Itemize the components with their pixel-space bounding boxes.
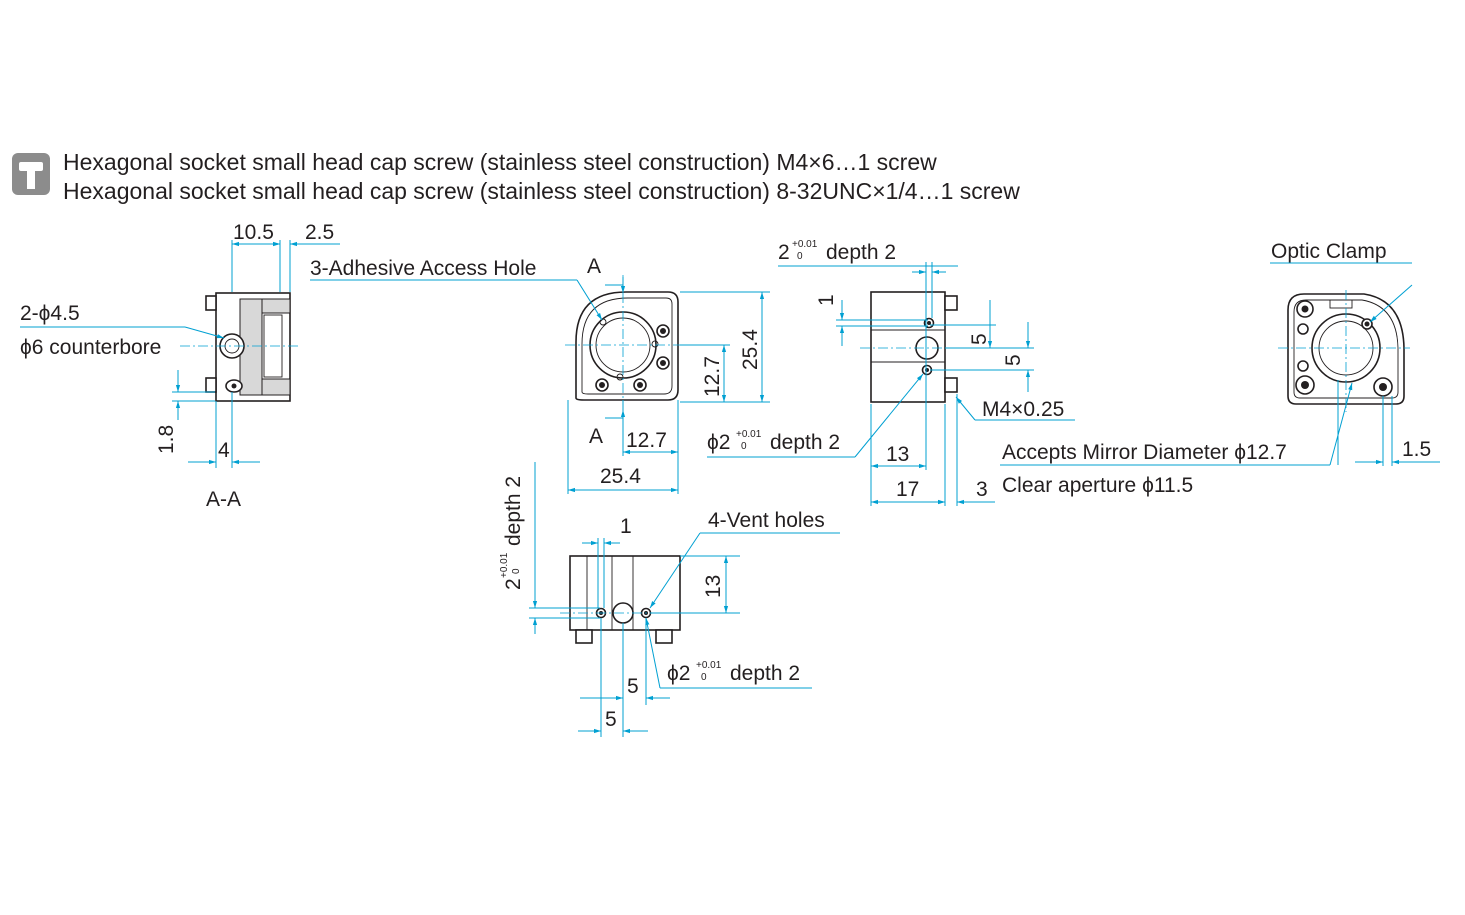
bottom-dim-1: 1 [620,515,632,538]
bottom-body [560,555,690,644]
screw-icon [12,153,50,195]
access-hole-label: 3-Adhesive Access Hole [310,257,536,280]
side-dim-5b: 5 [1002,354,1025,366]
side-hole-top-suffix: depth 2 [826,241,896,264]
bottom-view: 2 +0.01 0 depth 2 1 4-Vent holes 13 ϕ2 +… [499,462,840,737]
side-tol-lower-2: 0 [741,441,747,452]
front-view: 3-Adhesive Access Hole A A 25.4 12.7 12.… [310,255,770,494]
header-line-1: Hexagonal socket small head cap screw (s… [63,149,937,175]
section-mark-top: A [587,255,601,278]
dim-4: 4 [218,439,230,462]
hole-label-2: ϕ6 counterbore [20,336,161,359]
side-dim-1: 1 [815,294,838,306]
clear-aperture-label: Clear aperture ϕ11.5 [1002,474,1193,497]
side-dim-5a: 5 [968,333,991,345]
side-view: 2 +0.01 0 depth 2 1 5 5 M4×0.25 ϕ2 +0.01… [707,239,1075,506]
bottom-depth-prefix: 2 [502,578,525,590]
rear-view: Optic Clamp Accepts Mirror Diameter ϕ12.… [1000,240,1440,497]
bottom-tol-lower: 0 [511,568,522,574]
bottom-hole-tol-lower: 0 [701,672,707,683]
bottom-hole-suffix: depth 2 [730,662,800,685]
side-dim-17: 17 [896,478,919,501]
bottom-dim-5a: 5 [627,675,639,698]
dim-width-total: 25.4 [600,465,641,488]
dim-1-8: 1.8 [155,425,178,454]
side-hole-left-prefix: ϕ2 [707,431,730,454]
rear-dim-1-5: 1.5 [1402,438,1431,461]
optic-clamp-label: Optic Clamp [1271,240,1387,263]
bottom-hole-tol-upper: +0.01 [696,660,722,671]
hole-label-1: 2-ϕ4.5 [20,302,80,325]
mirror-diameter-label: Accepts Mirror Diameter ϕ12.7 [1002,441,1287,464]
side-dim-3: 3 [976,478,988,501]
dim-height-half: 12.7 [701,356,724,397]
bottom-depth-suffix: depth 2 [502,476,525,546]
dim-height-total: 25.4 [739,329,762,370]
bottom-dim-5b: 5 [605,708,617,731]
thread-label: M4×0.25 [982,398,1064,421]
bottom-hole-prefix: ϕ2 [667,662,690,685]
dim-2-5: 2.5 [305,221,334,244]
side-hole-top-prefix: 2 [778,241,790,264]
side-tol-upper: +0.01 [792,239,818,250]
bottom-dim-13: 13 [702,575,725,598]
side-tol-upper-2: +0.01 [736,429,762,440]
section-view: 10.5 2.5 2-ϕ4.5 ϕ6 counterbore 1.8 4 A-A [20,221,340,511]
side-dim-13: 13 [886,443,909,466]
rear-body [1278,290,1410,412]
bottom-tol-upper: +0.01 [499,552,510,578]
side-tol-lower: 0 [797,251,803,262]
vent-holes-label: 4-Vent holes [708,509,825,532]
dim-10-5: 10.5 [233,221,274,244]
section-body [180,292,300,402]
section-mark-bottom: A [589,425,603,448]
section-caption: A-A [206,488,241,511]
front-body [565,275,690,420]
side-hole-left-suffix: depth 2 [770,431,840,454]
dim-width-half: 12.7 [626,429,667,452]
side-body [860,291,960,403]
header-line-2: Hexagonal socket small head cap screw (s… [63,178,1020,204]
